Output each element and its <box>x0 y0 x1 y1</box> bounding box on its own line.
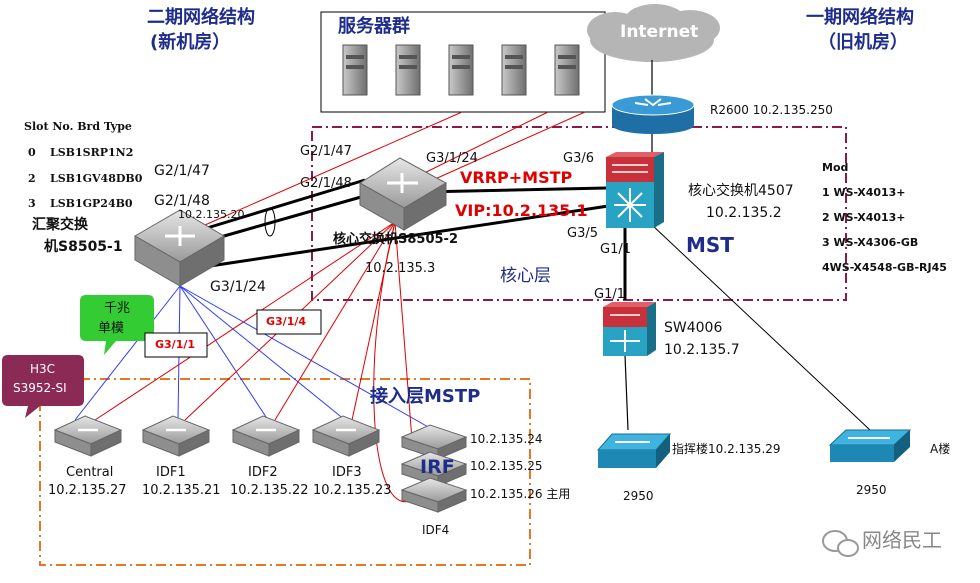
phase1-title-line2: （旧机房） <box>818 32 908 53</box>
core-layer-frame <box>311 126 847 301</box>
aggregation-name-line2: 机S8505-1 <box>44 239 123 255</box>
server-icon <box>501 44 527 96</box>
mst-label: MST <box>686 233 734 257</box>
g3-1-4-box <box>256 309 322 335</box>
access-switch-icon <box>231 415 301 457</box>
port-g2-1-47-core: G2/1/47 <box>300 144 352 159</box>
h3c-callout-line2: S3952-SI <box>13 381 67 395</box>
zhihui-model: 2950 <box>623 489 654 503</box>
mod-row-2: 2 WS-X4013+ <box>822 211 906 224</box>
irf-stack-icon <box>400 424 468 513</box>
port-g1-1-top: G1/1 <box>600 242 631 257</box>
sw4006-ip: 10.2.135.7 <box>664 342 740 358</box>
phase2-title-line2: (新机房） <box>150 32 231 53</box>
aggregation-switch-icon <box>134 209 225 287</box>
core-4507-switch-icon <box>606 152 664 228</box>
slot-row-2-type: LSB1GP24B0 <box>50 197 133 210</box>
wechat-icon <box>822 530 859 557</box>
c4507-ip: 10.2.135.2 <box>706 205 782 221</box>
server-group-frame <box>320 11 606 113</box>
access-switch-ip-3: 10.2.135.23 <box>313 483 392 498</box>
watermark-text: 网络民工 <box>862 528 942 552</box>
server-group-label: 服务器群 <box>338 16 410 37</box>
gigabit-callout-line2: 单模 <box>98 321 125 336</box>
irf-ip-1: 10.2.135.24 <box>470 432 543 446</box>
access-switch-ip-0: 10.2.135.27 <box>48 483 127 498</box>
irf-name: IDF4 <box>422 523 450 537</box>
port-g1-1-bottom: G1/1 <box>594 287 625 302</box>
port-g3-1-24-agg: G3/1/24 <box>210 279 266 295</box>
access-switch-name-3: IDF3 <box>332 465 362 480</box>
vrrp-label: VRRP+MSTP <box>460 168 573 187</box>
zhihui-switch-icon <box>596 433 672 468</box>
access-switch-icon <box>141 415 211 457</box>
access-switch-name-2: IDF2 <box>248 465 278 480</box>
port-g3-1-4: G3/1/4 <box>266 315 307 328</box>
access-switch-icons <box>53 415 381 457</box>
server-icon <box>395 44 421 96</box>
sw4006-switch-icon <box>603 302 656 356</box>
aggregation-ip: 10.2.135.20 <box>178 208 245 221</box>
access-switch-ip-2: 10.2.135.22 <box>230 483 309 498</box>
slot-row-0-type: LSB1SRP1N2 <box>50 146 134 159</box>
access-switch-ip-1: 10.2.135.21 <box>142 483 221 498</box>
access-switch-icon <box>53 415 123 457</box>
mod-row-3: 3 WS-X4306-GB <box>822 236 919 249</box>
internet-cloud-icon <box>587 4 720 62</box>
access-switch-name-0: Central <box>66 465 114 480</box>
irf-label: IRF <box>420 456 455 478</box>
gigabit-callout-shape <box>80 295 154 355</box>
h3c-callout-shape <box>2 355 84 418</box>
port-g3-5: G3/5 <box>567 226 598 241</box>
port-g3-6: G3/6 <box>563 151 594 166</box>
c4507-name: 核心交换机4507 <box>688 183 794 199</box>
core-layer-label: 核心层 <box>500 266 551 286</box>
server-icons <box>342 44 580 96</box>
port-g2-1-48-left: G2/1/48 <box>154 193 210 209</box>
alou-model: 2950 <box>856 483 887 497</box>
access-layer-frame <box>39 378 531 566</box>
router-label: R2600 10.2.135.250 <box>710 103 833 117</box>
slot-row-0-slot: 0 <box>28 146 36 159</box>
server-icon <box>448 44 474 96</box>
g3-1-1-box <box>144 332 208 358</box>
sw4006-name: SW4006 <box>664 320 723 336</box>
core-switch-icon <box>359 157 448 231</box>
access-links <box>74 221 431 503</box>
core-links <box>206 60 871 431</box>
phase2-title-line1: 二期网络结构 <box>147 7 255 28</box>
irf-ip-2: 10.2.135.25 <box>470 459 543 473</box>
h3c-callout-line1: H3C <box>30 362 56 376</box>
zhihui-label: 指挥楼10.2.135.29 <box>672 442 781 456</box>
slot-row-2-slot: 3 <box>28 197 36 210</box>
port-g3-1-1: G3/1/1 <box>155 338 196 351</box>
core-switch-ip: 10.2.135.3 <box>365 261 436 276</box>
access-layer-label: 接入层MSTP <box>370 386 481 407</box>
slot-table-header: Slot No. Brd Type <box>24 120 132 133</box>
mod-row-4: 4WS-X4548-GB-RJ45 <box>822 261 947 274</box>
vip-label: VIP:10.2.135.1 <box>455 201 588 220</box>
alou-switch-icon <box>828 429 912 462</box>
mod-row-1: 1 WS-X4013+ <box>822 186 906 199</box>
server-icon <box>342 44 368 96</box>
phase1-title-line1: 一期网络结构 <box>806 7 914 28</box>
router-icon <box>611 94 695 134</box>
irf-ip-3: 10.2.135.26 主用 <box>470 487 571 501</box>
access-switch-icon <box>311 415 381 457</box>
access-switch-name-1: IDF1 <box>156 465 186 480</box>
server-icon <box>554 44 580 96</box>
slot-row-1-type: LSB1GV48DB0 <box>50 172 143 185</box>
gigabit-callout-line1: 千兆 <box>104 301 131 316</box>
port-g2-1-48-core: G2/1/48 <box>300 176 352 191</box>
slot-row-1-slot: 2 <box>28 172 36 185</box>
aggregation-name-line1: 汇聚交换 <box>32 217 88 233</box>
mod-table-header: Mod <box>822 161 849 174</box>
core-switch-name: 核心交换机S8505-2 <box>333 232 458 247</box>
port-g2-1-47-left: G2/1/47 <box>154 163 210 179</box>
alou-label: A楼 <box>930 442 951 456</box>
internet-label: Internet <box>620 22 699 42</box>
port-g3-1-24-core: G3/1/24 <box>426 151 478 166</box>
